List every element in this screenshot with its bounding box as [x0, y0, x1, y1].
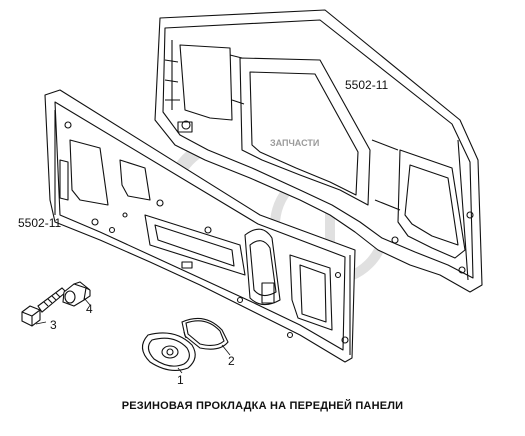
bolt-3	[21, 287, 67, 327]
front-panel	[44, 89, 356, 363]
leader-4	[83, 297, 91, 306]
callout-4: 4	[86, 302, 93, 316]
part-label-front-panel: 5502-11	[18, 216, 62, 230]
callout-1: 1	[177, 373, 184, 387]
diagram-caption: РЕЗИНОВАЯ ПРОКЛАДКА НА ПЕРЕДНЕЙ ПАНЕЛИ	[121, 400, 404, 412]
callout-3: 3	[50, 318, 57, 332]
leader-3	[35, 321, 47, 325]
gasket-2	[181, 317, 229, 350]
leader-2	[221, 344, 231, 356]
rear-panel	[154, 9, 483, 293]
watermark-text: ЗАПЧАСТИ	[270, 138, 320, 148]
part-label-rear-panel: 5502-11	[345, 78, 389, 92]
nut-4	[62, 281, 91, 307]
leader-1	[177, 367, 183, 374]
gasket-1	[141, 332, 196, 371]
callout-2: 2	[228, 354, 235, 368]
